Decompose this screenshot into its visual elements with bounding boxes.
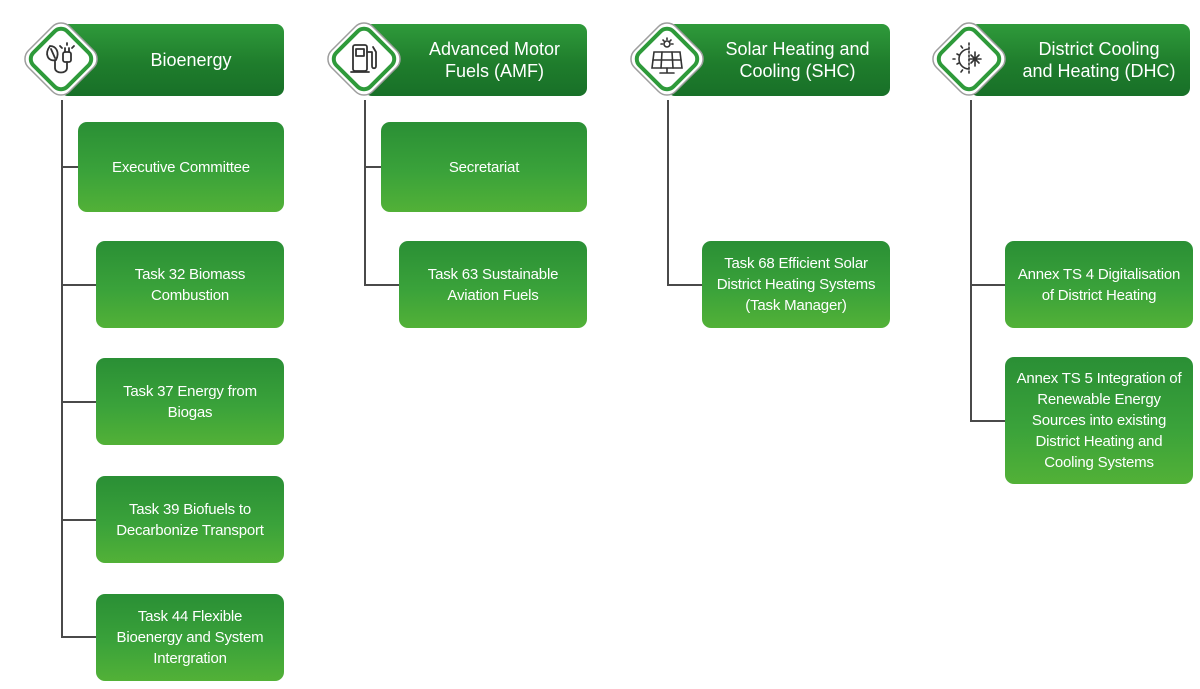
connector [364, 166, 382, 168]
connector [970, 420, 1006, 422]
item-task-32[interactable]: Task 32 Biomass Combustion [96, 241, 284, 328]
connector-vertical [970, 100, 972, 422]
item-annex-ts4[interactable]: Annex TS 4 Digitalisation of District He… [1005, 241, 1193, 328]
connector [61, 166, 79, 168]
connector [667, 284, 703, 286]
connector [61, 636, 97, 638]
connector [61, 519, 97, 521]
item-task-63[interactable]: Task 63 Sustainable Aviation Fuels [399, 241, 587, 328]
header-dhc: District Cooling and Heating (DHC) [970, 24, 1190, 96]
item-task-39[interactable]: Task 39 Biofuels to Decarbonize Transpor… [96, 476, 284, 563]
item-task-68[interactable]: Task 68 Efficient Solar District Heating… [702, 241, 890, 328]
item-annex-ts5[interactable]: Annex TS 5 Integration of Renewable Ener… [1005, 357, 1193, 484]
fuel-pump-icon [321, 16, 407, 102]
connector-vertical [61, 100, 63, 638]
connector [364, 284, 400, 286]
connector [970, 284, 1006, 286]
item-executive-committee[interactable]: Executive Committee [78, 122, 284, 212]
header-amf: Advanced Motor Fuels (AMF) [364, 24, 587, 96]
sun-snowflake-icon [926, 16, 1012, 102]
connector-vertical [667, 100, 669, 286]
header-shc: Solar Heating and Cooling (SHC) [667, 24, 890, 96]
solar-panel-icon [624, 16, 710, 102]
connector-vertical [364, 100, 366, 286]
item-task-44[interactable]: Task 44 Flexible Bioenergy and System In… [96, 594, 284, 681]
leaf-plug-icon [18, 16, 104, 102]
connector [61, 284, 97, 286]
item-secretariat[interactable]: Secretariat [381, 122, 587, 212]
item-task-37[interactable]: Task 37 Energy from Biogas [96, 358, 284, 445]
connector [61, 401, 97, 403]
